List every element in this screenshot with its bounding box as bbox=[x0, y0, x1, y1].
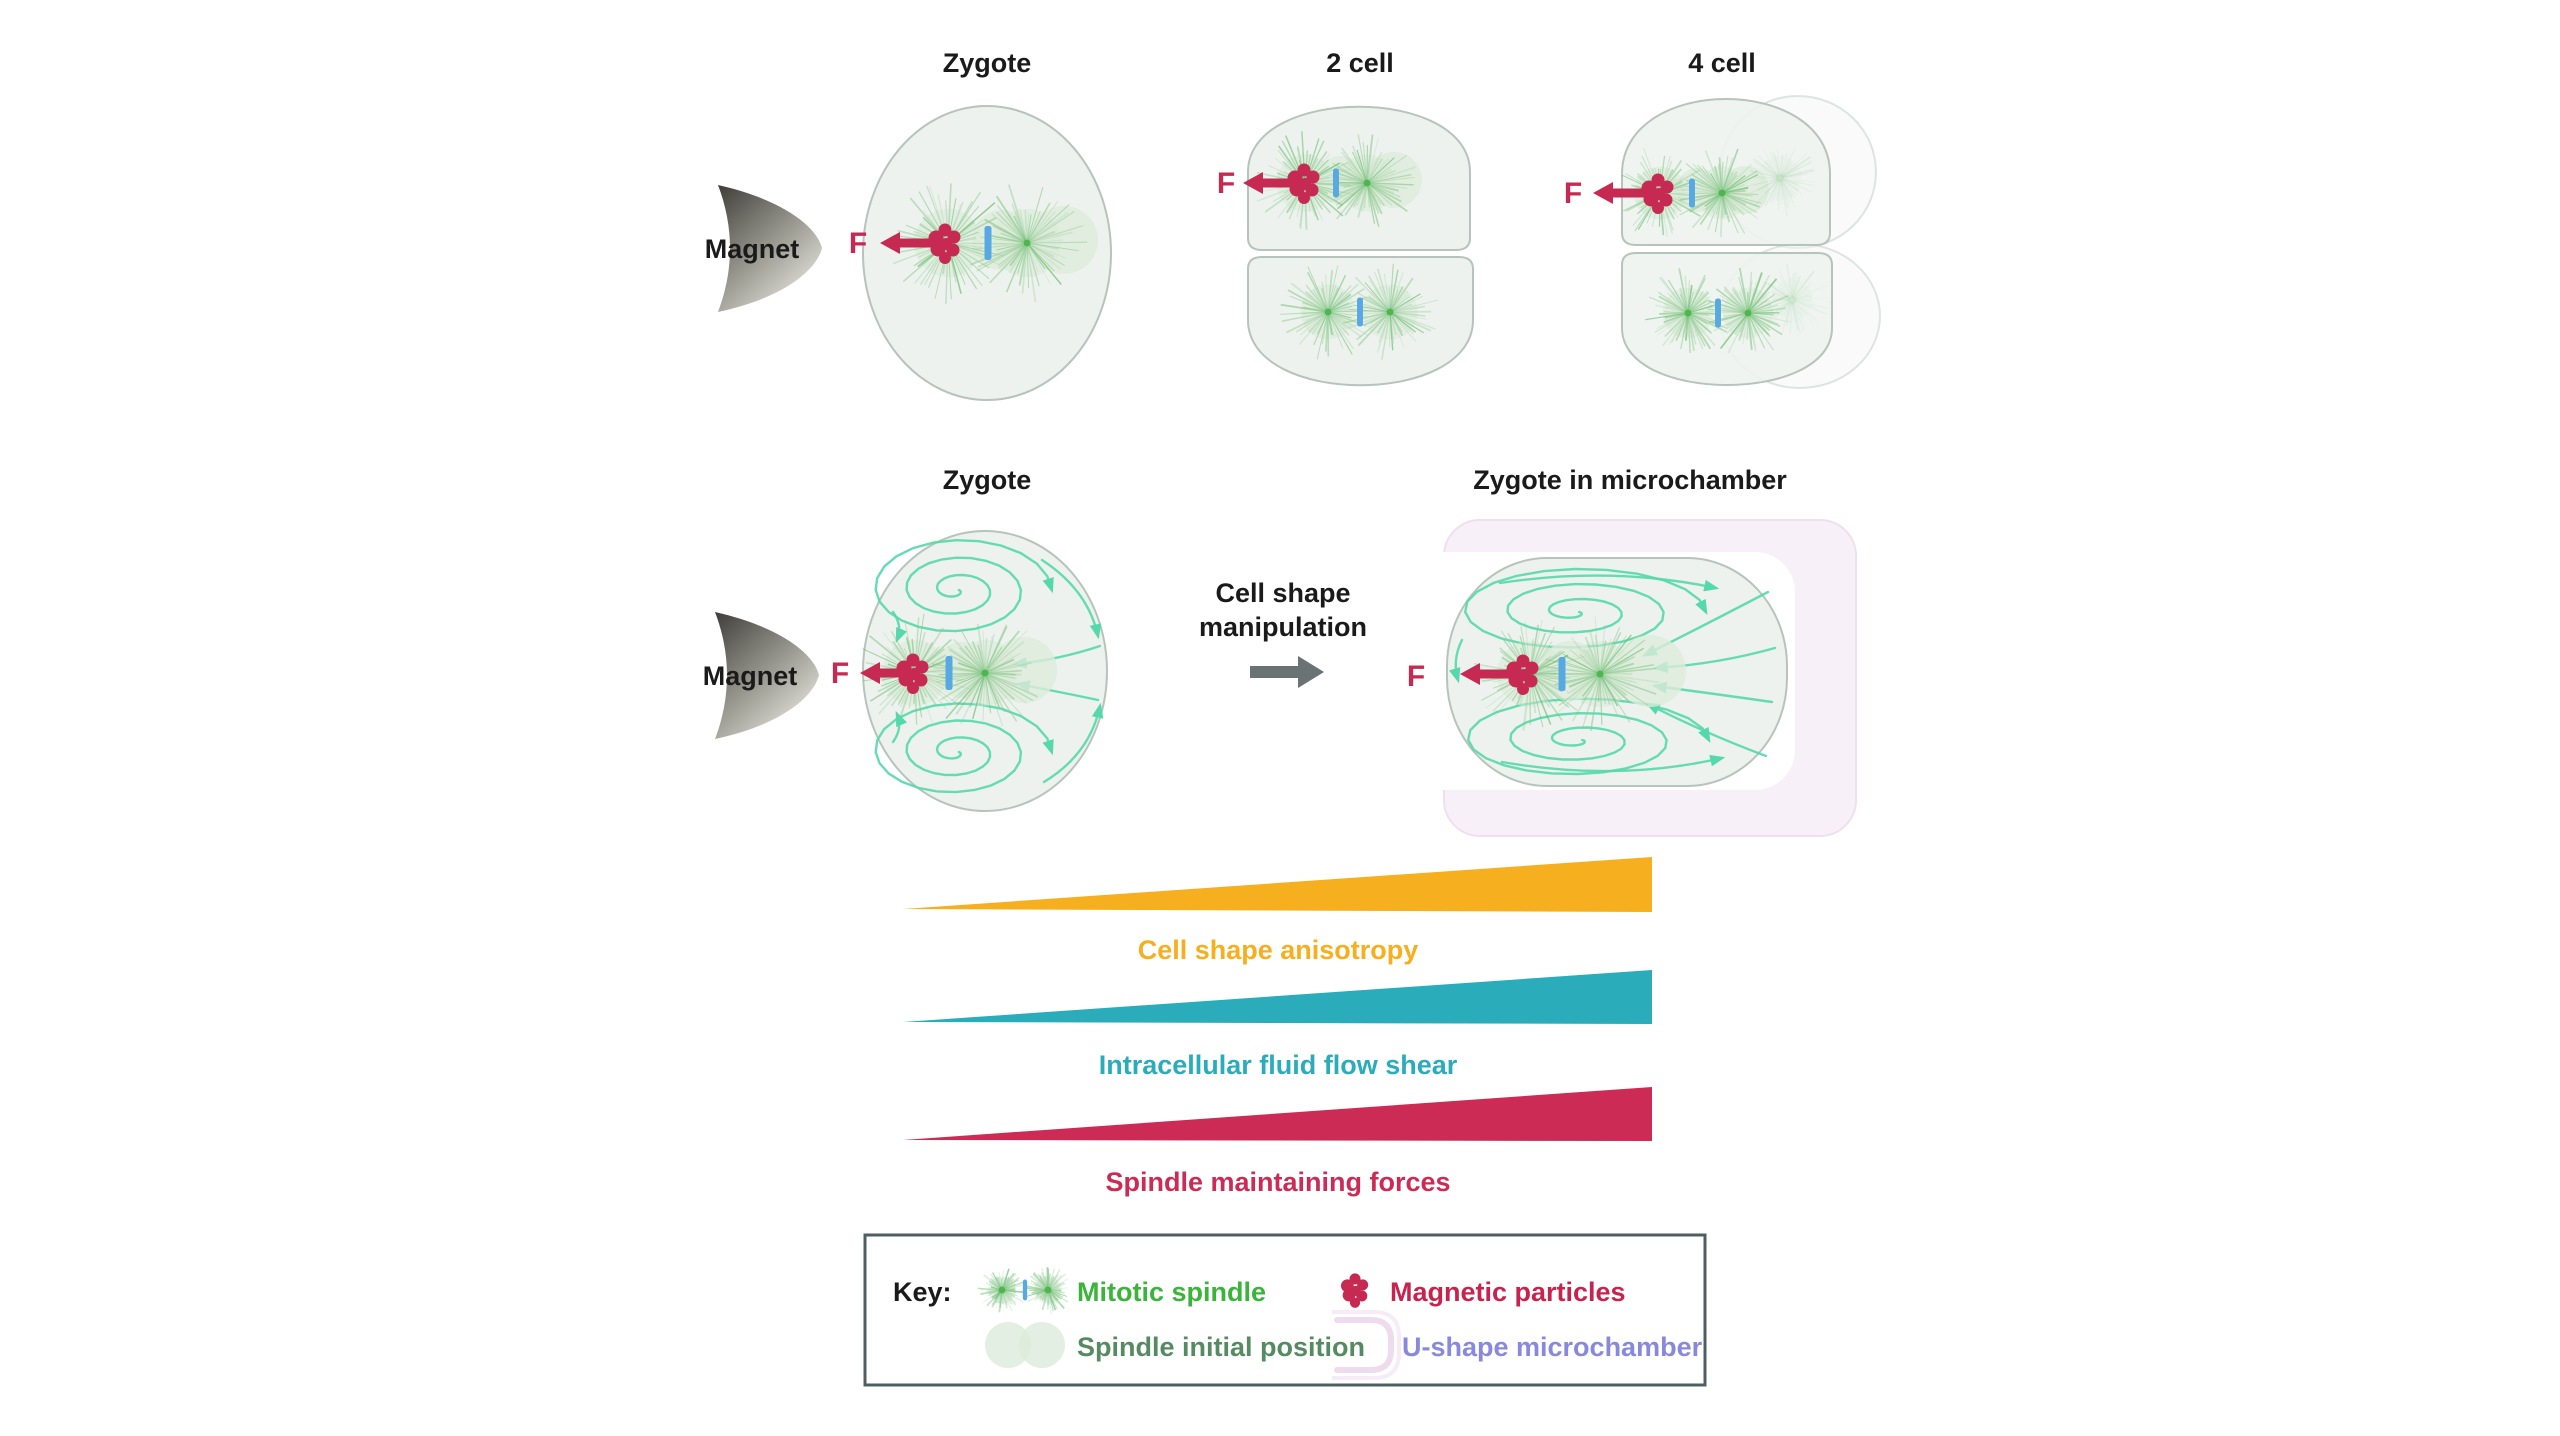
key-label-spindle-initial-position: Spindle initial position bbox=[1077, 1332, 1365, 1362]
magnet-shape bbox=[718, 185, 822, 312]
spindle-initial-position-icon bbox=[985, 1322, 1065, 1368]
spindle-group bbox=[1280, 263, 1439, 360]
spindle-group bbox=[1243, 131, 1422, 230]
flow-streamline bbox=[1042, 702, 1104, 784]
panel-label-zygote-flow: Zygote bbox=[943, 465, 1032, 495]
flow-streamline bbox=[1040, 558, 1102, 640]
spindle-aster bbox=[1678, 148, 1762, 238]
spindle-group bbox=[1645, 263, 1829, 354]
force-label: F bbox=[1407, 660, 1425, 693]
magnetic-particles-icon bbox=[1340, 1273, 1369, 1308]
panel-microchamber: Zygote in microchamber F bbox=[1366, 465, 1857, 837]
force-arrow bbox=[1460, 663, 1512, 685]
transition-label-line2: manipulation bbox=[1199, 612, 1367, 642]
spindle-aster bbox=[1707, 267, 1792, 354]
flow-streamline bbox=[1466, 697, 1711, 776]
magnet-top: Magnet bbox=[705, 185, 822, 312]
panel-label-4cell: 4 cell bbox=[1688, 48, 1756, 78]
key-title: Key: bbox=[893, 1277, 952, 1307]
spindle-initial-position bbox=[1614, 635, 1686, 707]
spindle-aster bbox=[1342, 263, 1439, 360]
spindle-group bbox=[1460, 616, 1686, 732]
wedge-spindle-maintaining-forces bbox=[903, 1087, 1652, 1141]
force-label: F bbox=[1564, 177, 1582, 210]
magnetic-particles-icon bbox=[1641, 173, 1674, 214]
top-row: Magnet Zygote F 2 cell F 4 cell F bbox=[705, 48, 1881, 401]
key-box-border bbox=[863, 1233, 1707, 1387]
force-arrow bbox=[880, 232, 933, 254]
magnet-label: Magnet bbox=[703, 661, 798, 691]
flow-streamline bbox=[1645, 702, 1768, 758]
key-label-magnetic-particles: Magnetic particles bbox=[1390, 1277, 1626, 1307]
spindle-aster bbox=[1754, 263, 1829, 335]
metaphase-plate bbox=[1333, 168, 1339, 198]
metaphase-plate bbox=[1022, 1279, 1028, 1301]
flow-streamline bbox=[1498, 574, 1720, 592]
spindle-group bbox=[880, 183, 1098, 305]
key-box: Key: Mitotic spindle Magnetic particles … bbox=[863, 1233, 1707, 1387]
mitotic-spindle-icon bbox=[977, 1267, 1069, 1315]
transition: Cell shape manipulation bbox=[1199, 578, 1367, 688]
panel-4cell: 4 cell F bbox=[1564, 48, 1881, 389]
panel-label-2cell: 2 cell bbox=[1326, 48, 1394, 78]
metaphase-plate bbox=[945, 656, 953, 690]
magnetic-particles-icon bbox=[928, 223, 961, 264]
force-arrow bbox=[1593, 182, 1645, 204]
wedge-intracellular-fluid-flow-shear bbox=[903, 970, 1652, 1024]
magnetic-particles-icon bbox=[1506, 654, 1539, 695]
spindle-group bbox=[860, 613, 1057, 727]
spindle-aster bbox=[977, 1268, 1026, 1313]
flow-streamline bbox=[891, 710, 908, 744]
magnetic-particles-icon bbox=[1340, 1273, 1369, 1308]
transition-label-line1: Cell shape bbox=[1215, 578, 1350, 608]
force-label: F bbox=[849, 227, 867, 260]
force-arrow bbox=[860, 662, 906, 684]
wedge-label-intracellular-fluid-flow-shear: Intracellular fluid flow shear bbox=[1099, 1050, 1458, 1080]
metaphase-plate bbox=[1357, 297, 1363, 327]
spindle-aster bbox=[930, 623, 1039, 727]
spindle-initial-position bbox=[985, 1322, 1031, 1368]
wedge-label-spindle-maintaining-forces: Spindle maintaining forces bbox=[1105, 1167, 1450, 1197]
key-label-mitotic-spindle: Mitotic spindle bbox=[1077, 1277, 1266, 1307]
metaphase-plate bbox=[1689, 178, 1695, 208]
right-arrow-icon bbox=[1250, 656, 1324, 688]
flow-streamline bbox=[1500, 754, 1726, 773]
middle-row: Magnet Zygote F Cell shape manipulation … bbox=[703, 465, 1857, 837]
magnet-shape bbox=[715, 612, 819, 739]
force-label: F bbox=[831, 657, 849, 690]
key-label-u-shape-microchamber: U-shape microchamber bbox=[1402, 1332, 1703, 1362]
flow-streamline bbox=[874, 538, 1054, 633]
force-arrow bbox=[1243, 172, 1295, 194]
panel-zygote-flow: Zygote F bbox=[831, 465, 1108, 812]
spindle-aster bbox=[970, 184, 1088, 303]
u-shape-microchamber-icon bbox=[1332, 1310, 1401, 1380]
panel-zygote-top: Zygote F bbox=[849, 48, 1112, 401]
spindle-initial-position bbox=[1019, 1322, 1065, 1368]
gradient-bars: Cell shape anisotropy Intracellular flui… bbox=[903, 857, 1652, 1197]
magnet-middle: Magnet bbox=[703, 612, 819, 739]
magnet-label: Magnet bbox=[705, 234, 800, 264]
force-label: F bbox=[1217, 167, 1235, 200]
spindle-group bbox=[1593, 147, 1819, 238]
wedge-cell-shape-anisotropy bbox=[903, 857, 1652, 912]
flow-streamline bbox=[891, 610, 908, 644]
spindle-aster bbox=[1645, 268, 1728, 353]
flow-streamline bbox=[1463, 567, 1708, 649]
flow-streamline bbox=[1448, 638, 1464, 684]
spindle-aster bbox=[1326, 134, 1416, 227]
spindle-aster bbox=[1543, 616, 1660, 732]
flow-streamline bbox=[874, 702, 1054, 794]
spindle-aster bbox=[1024, 1267, 1069, 1315]
panel-label-microchamber: Zygote in microchamber bbox=[1473, 465, 1787, 495]
spindle-aster bbox=[1745, 147, 1819, 217]
metaphase-plate bbox=[984, 226, 992, 260]
panel-label-zygote: Zygote bbox=[943, 48, 1032, 78]
metaphase-plate bbox=[1558, 657, 1566, 691]
metaphase-plate bbox=[1715, 298, 1721, 328]
panel-2cell: 2 cell F bbox=[1217, 48, 1474, 387]
wedge-label-cell-shape-anisotropy: Cell shape anisotropy bbox=[1138, 935, 1419, 965]
